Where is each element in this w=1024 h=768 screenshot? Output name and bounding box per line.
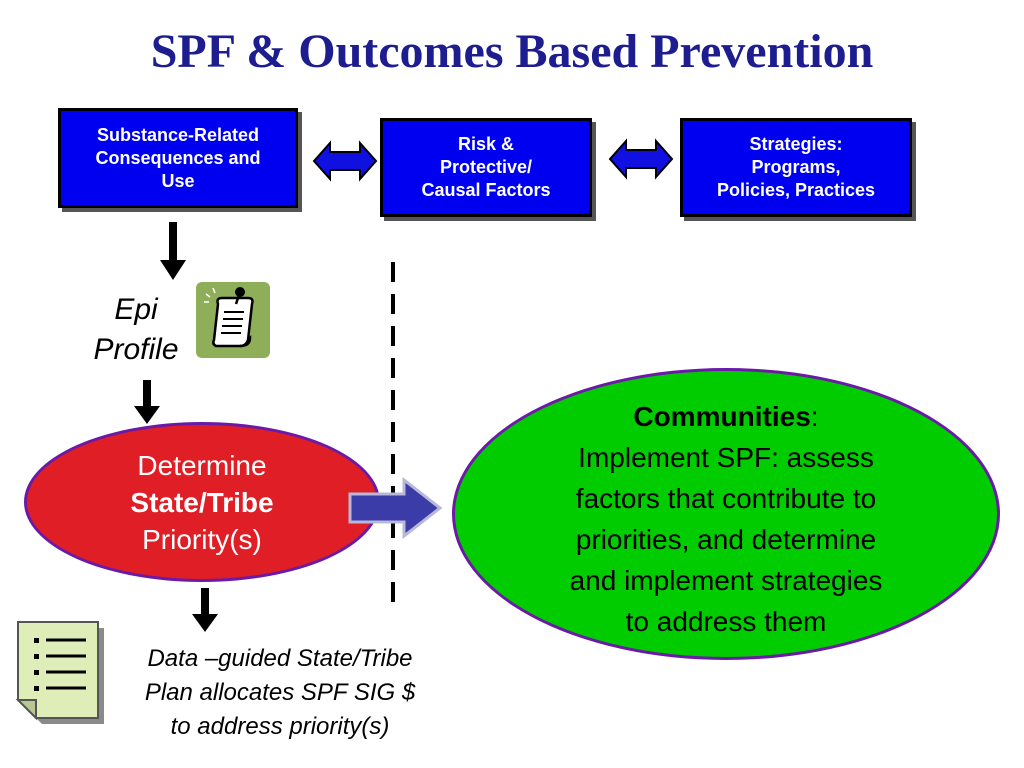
plan-line-1: Data –guided State/Tribe — [147, 645, 413, 672]
determine-priority-ellipse: Determine State/Tribe Priority(s) — [24, 422, 380, 582]
communities-heading: Communities — [633, 401, 811, 432]
communities-line-4: and implement strategies — [569, 565, 883, 596]
strategies-line-1: Strategies: — [749, 134, 843, 154]
checklist-document-icon — [15, 621, 104, 724]
epi-line-2: Profile — [93, 333, 179, 366]
determine-line-3: Priority(s) — [142, 523, 262, 555]
risk-line-3: Causal Factors — [421, 180, 551, 200]
strategies-line-2: Programs, — [751, 157, 841, 177]
block-arrow-right — [348, 476, 443, 540]
epi-profile-label: Epi Profile — [76, 290, 196, 370]
communities-colon: : — [810, 401, 819, 432]
communities-line-5: to address them — [625, 606, 827, 637]
down-arrow-2 — [134, 380, 160, 424]
communities-line-3: priorities, and determine — [575, 524, 877, 555]
consequences-line-1: Substance-Related — [96, 124, 260, 145]
plan-caption: Data –guided State/Tribe Plan allocates … — [116, 642, 444, 744]
double-arrow-right — [608, 138, 674, 180]
risk-factors-box: Risk & Protective/ Causal Factors — [380, 118, 592, 217]
communities-line-1: Implement SPF: assess — [578, 442, 874, 473]
down-arrow-1 — [160, 222, 186, 280]
consequences-line-3: Use — [161, 170, 195, 191]
strategies-line-3: Policies, Practices — [716, 180, 876, 200]
risk-line-1: Risk & — [457, 134, 515, 154]
strategies-box: Strategies: Programs, Policies, Practice… — [680, 118, 912, 217]
dashed-divider — [391, 262, 395, 612]
slide-title: SPF & Outcomes Based Prevention — [150, 25, 874, 78]
epi-line-1: Epi — [114, 293, 158, 326]
risk-line-2: Protective/ — [439, 157, 533, 177]
consequences-box: Substance-Related Consequences and Use — [58, 108, 298, 208]
determine-line-1: Determine — [137, 449, 267, 481]
communities-line-2: factors that contribute to — [575, 483, 877, 514]
scroll-icon — [196, 282, 270, 358]
determine-line-2: State/Tribe — [130, 486, 274, 518]
plan-line-2: Plan allocates SPF SIG $ — [144, 679, 416, 706]
down-arrow-3 — [192, 588, 218, 632]
communities-ellipse: Communities: Implement SPF: assess facto… — [452, 368, 1000, 660]
consequences-line-2: Consequences and — [95, 147, 261, 168]
plan-line-3: to address priority(s) — [170, 713, 390, 740]
double-arrow-left — [312, 140, 378, 182]
